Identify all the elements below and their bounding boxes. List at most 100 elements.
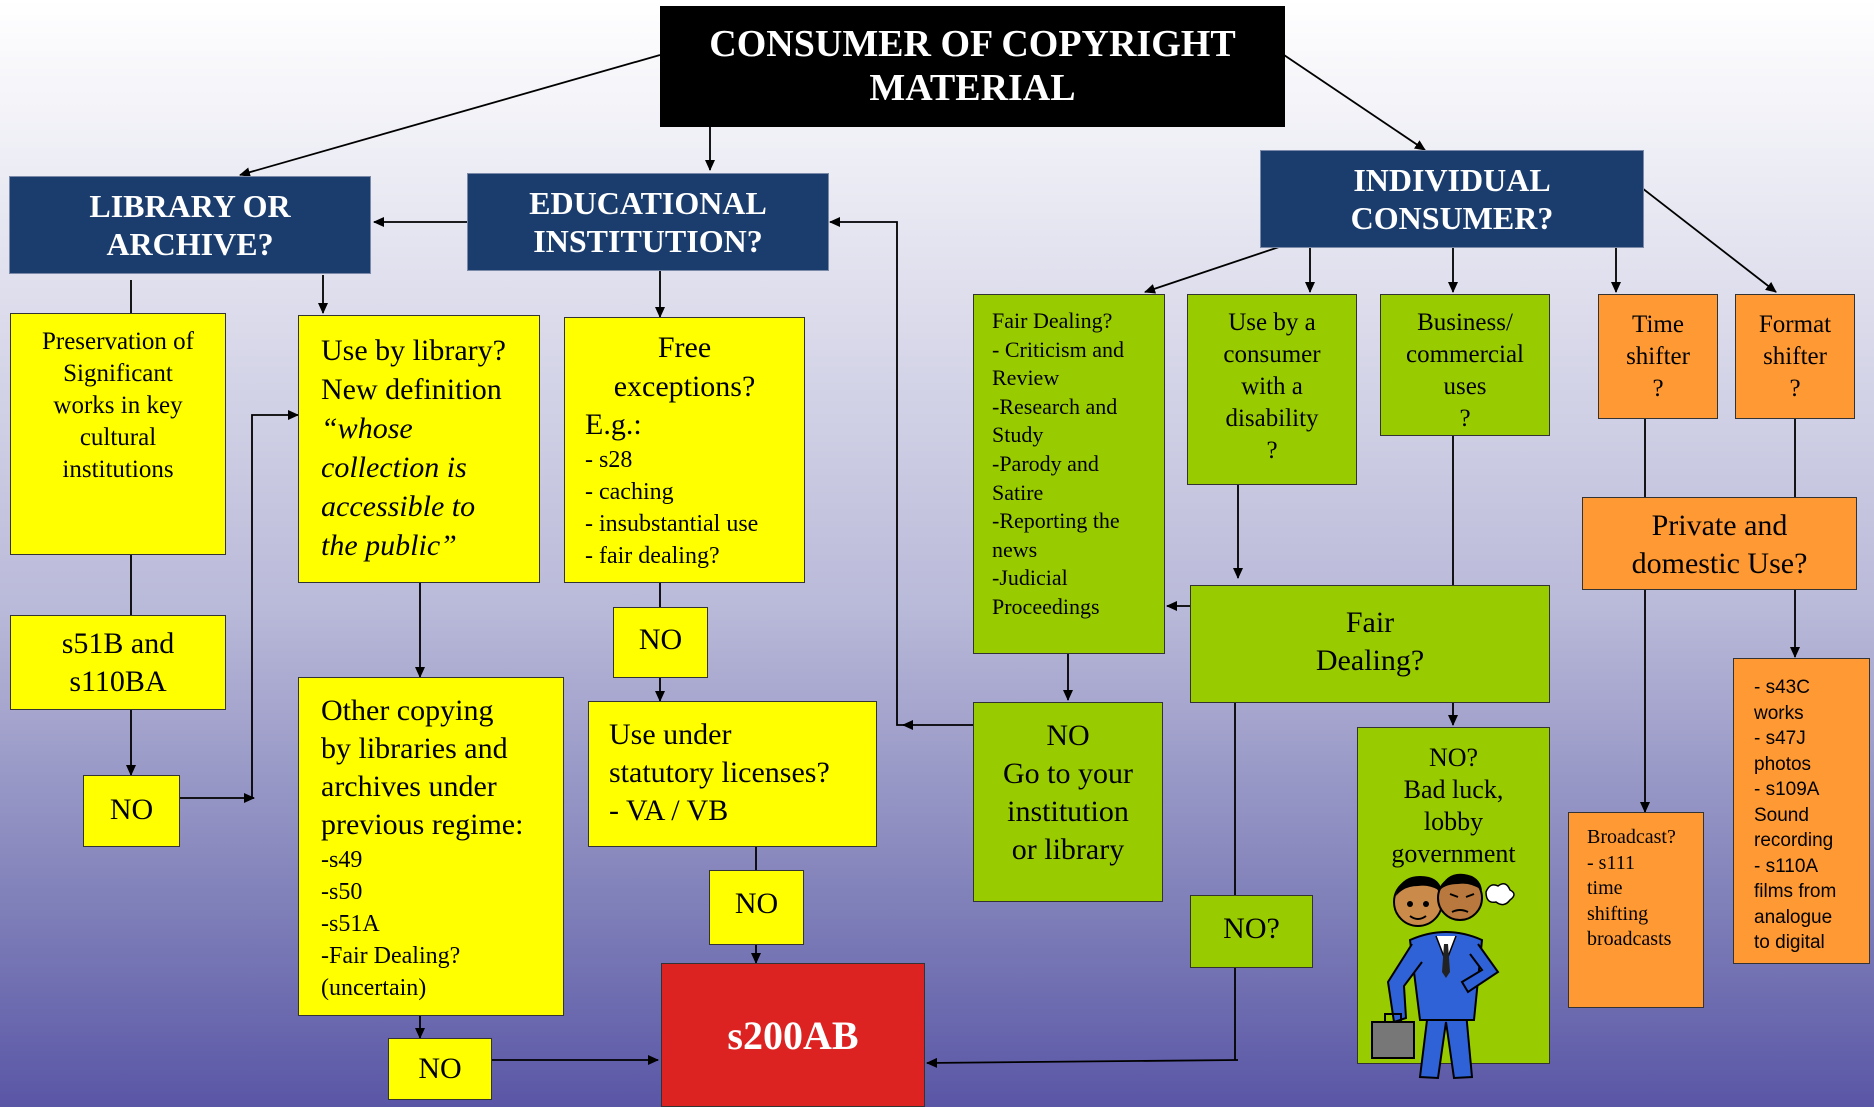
- statutory-no-box: NO: [709, 870, 804, 945]
- fair-dealing-item: - Criticism and: [992, 336, 1124, 362]
- education-line-2: INSTITUTION?: [533, 223, 763, 259]
- preservation-line: Preservation of: [41, 328, 195, 355]
- no-question-label: NO?: [1223, 912, 1280, 945]
- format-list-item: analogue: [1754, 906, 1833, 928]
- other-copying-line: archives under: [321, 770, 497, 803]
- definition-quote-line: collection is: [321, 451, 467, 484]
- preservation-line: cultural: [79, 424, 157, 451]
- free-exceptions-no-box: NO: [613, 607, 708, 678]
- title-line-2: MATERIAL: [869, 67, 1076, 109]
- statutory-line: - VA / VB: [609, 794, 729, 827]
- individual-consumer-box: INDIVIDUAL CONSUMER?: [1261, 151, 1643, 247]
- education-line-1: EDUCATIONAL: [529, 185, 767, 221]
- format-list-item: - s47J: [1754, 728, 1806, 749]
- format-list-item: works: [1754, 702, 1804, 724]
- broadcast-line: shifting: [1587, 902, 1649, 925]
- disability-line: Use by a: [1228, 309, 1316, 336]
- preservation-line: Significant: [63, 360, 173, 387]
- broadcast-line: Broadcast?: [1587, 826, 1676, 848]
- disability-line: ?: [1266, 437, 1278, 464]
- broadcast-line: time: [1587, 877, 1623, 899]
- business-line: ?: [1459, 405, 1471, 432]
- format-shifting-list-box: - s43C works - s47J photos - s109A Sound…: [1733, 658, 1870, 964]
- format-list-item: recording: [1754, 830, 1834, 851]
- bad-luck-line: lobby: [1423, 807, 1484, 836]
- statutory-licenses-box: Use under statutory licenses? - VA / VB: [588, 701, 877, 847]
- fair-dealing-question-line: Dealing?: [1315, 644, 1425, 677]
- library-no-box: NO: [83, 775, 180, 847]
- business-line: Business/: [1417, 309, 1513, 336]
- library-line-2: ARCHIVE?: [106, 226, 274, 262]
- use-by-library-line: New definition: [321, 373, 502, 406]
- library-line-1: LIBRARY OR: [89, 188, 291, 224]
- fair-dealing-item: Proceedings: [992, 593, 1100, 619]
- format-shifter-line: ?: [1789, 375, 1801, 402]
- business-uses-box: Business/ commercial uses ?: [1380, 294, 1550, 436]
- free-exceptions-box: Free exceptions? E.g.: - s28 - caching -…: [564, 317, 805, 583]
- bad-luck-line: government: [1391, 839, 1516, 868]
- fair-dealing-item: news: [992, 536, 1038, 562]
- fair-dealing-list-box: Fair Dealing? - Criticism and Review -Re…: [973, 294, 1165, 654]
- other-copying-line: previous regime:: [321, 808, 524, 841]
- free-exceptions-no-label: NO: [638, 623, 683, 656]
- other-copying-item: (uncertain): [321, 975, 427, 1001]
- free-exceptions-eg: E.g.:: [585, 408, 642, 441]
- fair-dealing-item: Review: [992, 365, 1060, 391]
- fair-dealing-item: -Research and: [992, 393, 1118, 419]
- fair-dealing-item: -Judicial: [992, 565, 1068, 591]
- fair-dealing-question-box: Fair Dealing?: [1190, 585, 1550, 703]
- s200ab-label: s200AB: [727, 1013, 859, 1058]
- definition-quote-line: the public”: [321, 529, 457, 562]
- title-line-1: CONSUMER OF COPYRIGHT: [709, 23, 1236, 65]
- s200ab-box: s200AB: [661, 963, 925, 1107]
- free-exceptions-heading: Free: [657, 331, 712, 364]
- statutory-line: Use under: [609, 718, 732, 751]
- other-copying-item: -Fair Dealing?: [321, 943, 461, 969]
- bad-luck-line: NO?: [1428, 743, 1479, 772]
- use-by-library-line: Use by library?: [321, 334, 506, 367]
- educational-institution-box: EDUCATIONAL INSTITUTION?: [468, 174, 828, 270]
- format-list-item: photos: [1754, 753, 1812, 775]
- other-copying-line: Other copying: [321, 694, 494, 727]
- format-shifter-line: shifter: [1763, 343, 1827, 370]
- library-archive-box: LIBRARY OR ARCHIVE?: [10, 177, 370, 273]
- other-copying-item: -s50: [321, 879, 363, 905]
- other-copying-line: by libraries and: [321, 732, 508, 765]
- other-copying-item: -s49: [321, 847, 363, 873]
- free-exceptions-item: - fair dealing?: [585, 543, 720, 569]
- title-box: CONSUMER OF COPYRIGHT MATERIAL: [660, 6, 1285, 127]
- preservation-box: Preservation of Significant works in key…: [10, 313, 226, 555]
- disability-line: consumer: [1223, 341, 1321, 368]
- private-use-line: Private and: [1651, 509, 1788, 542]
- free-exceptions-item: - s28: [585, 447, 633, 473]
- use-by-library-box: Use by library? New definition “whose co…: [298, 315, 540, 583]
- bad-luck-line: Bad luck,: [1403, 775, 1504, 804]
- business-line: uses: [1443, 373, 1487, 400]
- format-list-item: - s109A: [1754, 779, 1820, 800]
- time-shifter-line: shifter: [1626, 343, 1690, 370]
- library-no-label: NO: [109, 793, 154, 826]
- broadcast-box: Broadcast? - s111 time shifting broadcas…: [1568, 812, 1704, 1008]
- format-list-item: to digital: [1754, 932, 1825, 953]
- statutory-no-label: NO: [734, 887, 779, 920]
- disability-box: Use by a consumer with a disability ?: [1187, 294, 1357, 485]
- other-copying-box: Other copying by libraries and archives …: [298, 677, 564, 1016]
- private-use-line: domestic Use?: [1631, 547, 1808, 580]
- fair-dealing-item: Study: [992, 422, 1044, 448]
- s51b-line: s51B and: [61, 627, 175, 660]
- go-institution-line: Go to your: [1003, 757, 1133, 790]
- format-list-item: films from: [1754, 881, 1837, 902]
- go-institution-line: institution: [1007, 795, 1129, 828]
- free-exceptions-item: - insubstantial use: [585, 511, 759, 537]
- fair-dealing-item: -Parody and: [992, 450, 1099, 476]
- s51b-box: s51B and s110BA: [10, 615, 226, 710]
- individual-line-2: CONSUMER?: [1350, 200, 1554, 236]
- go-institution-line: or library: [1011, 833, 1125, 866]
- format-shifter-line: Format: [1758, 311, 1832, 338]
- format-list-item: - s43C: [1754, 677, 1810, 698]
- time-shifter-box: Time shifter ?: [1598, 294, 1718, 419]
- fair-dealing-item: Satire: [992, 479, 1044, 505]
- no-question-box: NO?: [1190, 895, 1313, 968]
- definition-quote-line: “whose: [321, 412, 413, 445]
